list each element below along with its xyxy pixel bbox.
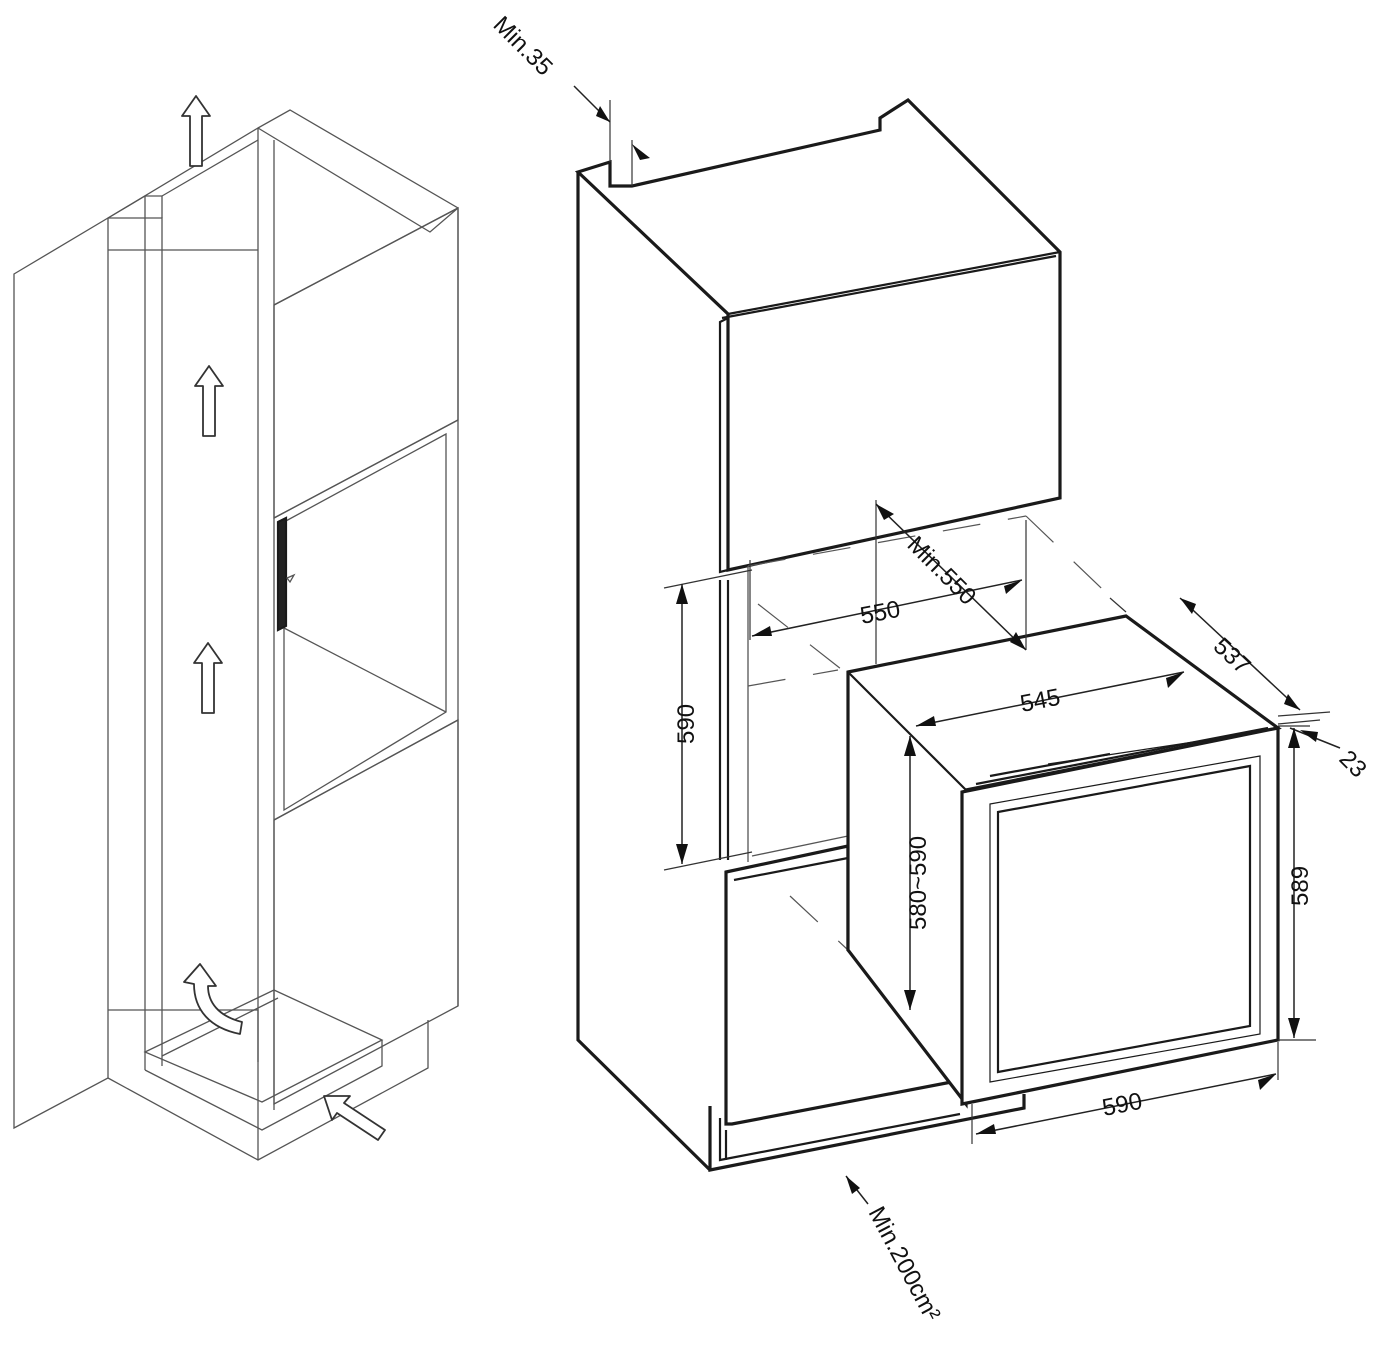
curved-arrow-icon — [183, 963, 243, 1035]
ventilation-cabinet-drawing — [13, 95, 459, 1161]
label-thickness-23: 23 — [1334, 745, 1372, 783]
inlet-arrow-icon — [323, 1095, 386, 1141]
label-depth-537: 537 — [1208, 633, 1256, 680]
label-height-589: 589 — [1287, 866, 1314, 906]
up-arrow-icon — [181, 95, 211, 167]
label-height-580-590: 580~590 — [905, 836, 932, 930]
up-arrow-icon — [194, 365, 224, 437]
label-width-550: 550 — [858, 596, 902, 630]
up-arrow-icon — [193, 642, 223, 714]
appliance-door — [960, 726, 1280, 1106]
label-height-590: 590 — [673, 704, 700, 744]
tall-cabinet — [574, 97, 1062, 572]
label-vent-min200: Min.200cm² — [863, 1202, 946, 1325]
label-min35: Min.35 — [488, 11, 558, 81]
installation-drawing: Min.35 Min.550 550 590 537 545 23 580~59… — [488, 11, 1372, 1325]
label-min550: Min.550 — [902, 531, 981, 610]
label-width-590: 590 — [1100, 1088, 1144, 1122]
